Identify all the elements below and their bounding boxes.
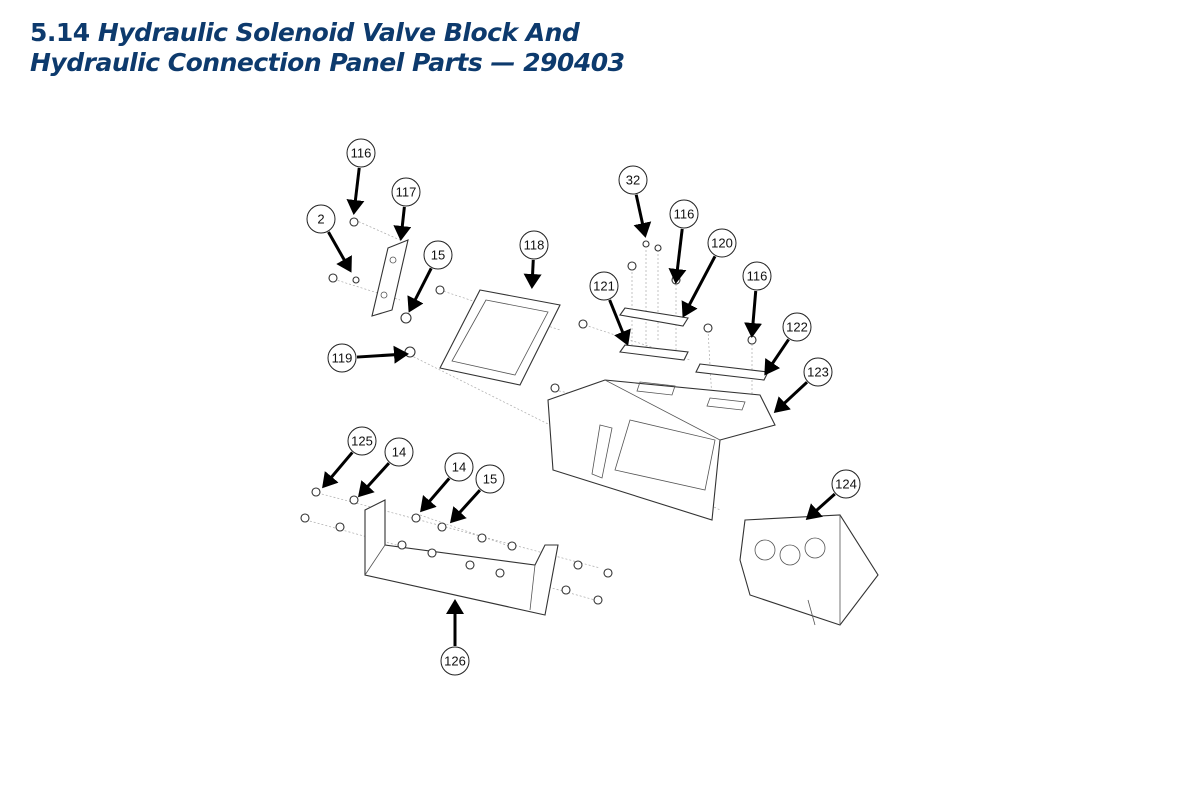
callout-circle [618,165,648,195]
callout-circle [306,204,336,234]
part-123-mounting-bracket [547,379,776,521]
part-118-gasket-plate [439,289,561,386]
callout-circle [742,261,772,291]
callout-118: 118 [519,230,549,289]
callout-125: 125 [322,426,377,489]
callout-number: 123 [807,365,829,380]
callout-arrow [681,255,717,318]
callout-circle [831,469,861,499]
callout-circle [440,646,470,676]
callout-15: 15 [449,464,505,524]
callout-14: 14 [420,452,474,513]
callout-arrow [407,267,433,313]
callout-circle [384,437,414,467]
callout-number: 15 [483,472,497,487]
callout-arrow [608,299,631,346]
callout-circle [327,343,357,373]
callout-arrow [523,259,542,289]
callout-circle [347,426,377,456]
callout-number: 124 [835,477,857,492]
callout-number: 122 [786,320,808,335]
callout-arrow [773,381,809,414]
callout-15: 15 [407,240,453,313]
callout-circle [346,138,376,168]
callout-circle [444,452,474,482]
callouts: 116 117 2 15 118 32 116 120 121 116 122 123 119 125 14… [306,138,861,676]
callout-number: 14 [452,460,466,475]
callout-circle [782,312,812,342]
part-126-lower-bracket [364,499,559,616]
callout-circle [803,357,833,387]
callout-2: 2 [306,204,352,273]
callout-arrow [327,231,352,273]
callout-123: 123 [773,357,833,414]
callout-number: 116 [351,146,372,161]
callout-number: 116 [747,269,768,284]
callout-124: 124 [805,469,861,521]
part-117-bracket [371,239,409,317]
callout-arrow [420,477,451,513]
callout-arrow [449,489,482,524]
callout-number: 14 [392,445,406,460]
callout-arrow [805,492,836,521]
callout-arrow [668,228,687,284]
callout-126: 126 [440,599,470,676]
callout-circle [391,177,421,207]
callout-arrow [357,462,391,498]
callout-122: 122 [764,312,812,376]
callout-arrow [744,290,762,338]
callout-number: 118 [524,238,545,253]
callout-number: 2 [317,212,324,227]
callout-14: 14 [357,437,414,498]
callout-121: 121 [589,271,631,346]
part-124-solenoid-valve-block [739,514,879,626]
part-122-plate [695,363,769,381]
callout-arrow [346,167,365,215]
callout-number: 121 [593,279,615,294]
part-121-plate [619,344,689,361]
title-line-2: Hydraulic Connection Panel Parts — 29040… [30,48,625,77]
callout-circle [475,464,505,494]
callout-circle [589,271,619,301]
callout-number: 119 [332,351,353,366]
callout-116: 116 [742,261,772,338]
callout-116: 116 [668,199,699,284]
callout-circle [707,228,737,258]
callout-circle [519,230,549,260]
callout-number: 126 [444,654,466,669]
callout-119: 119 [327,343,409,373]
callout-number: 120 [711,236,733,251]
callout-116: 116 [346,138,376,215]
callout-number: 125 [351,434,373,449]
callout-arrow [764,338,790,376]
callout-arrow [393,206,412,241]
callout-arrow [322,451,354,489]
callout-number: 116 [674,207,695,222]
callout-number: 15 [431,248,445,263]
callout-number: 32 [626,173,640,188]
callout-32: 32 [618,165,652,238]
section-number: 5.14 [30,18,90,47]
callout-arrow [356,345,409,364]
callout-number: 117 [396,185,417,200]
callout-circle [669,199,699,229]
callout-arrow [633,194,652,238]
part-120-plate [619,307,689,327]
title-line-1: Hydraulic Solenoid Valve Block And [97,18,580,47]
callout-117: 117 [391,177,421,241]
callout-120: 120 [681,228,737,318]
callout-circle [423,240,453,270]
